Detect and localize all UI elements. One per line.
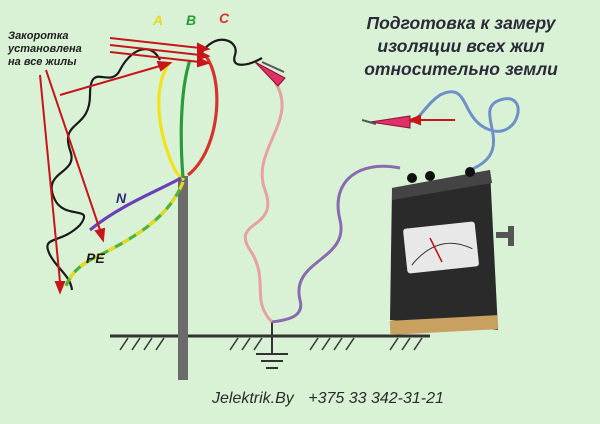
- label-pe: PE: [86, 250, 105, 266]
- title-line: относительно земли: [364, 59, 558, 79]
- note-line: на все жилы: [8, 56, 77, 68]
- ground-line: [110, 334, 430, 351]
- shorting-wire: [46, 38, 263, 291]
- label-neutral: N: [116, 190, 127, 206]
- megohmmeter-icon: [389, 167, 514, 335]
- crocodile-clip-icon: [361, 115, 411, 129]
- title-line: Подготовка к замеру: [366, 13, 556, 33]
- cable-pole: [178, 176, 188, 380]
- title-line: изоляции всех жил: [377, 36, 545, 56]
- footer-site: Jelektrik.By: [212, 390, 294, 407]
- lead-pink: [243, 81, 284, 324]
- lead-blue: [409, 90, 520, 172]
- note-line: Закоротка: [8, 30, 69, 42]
- wire-neutral: [88, 176, 182, 232]
- label-phase-b: B: [186, 12, 197, 28]
- wire-phase-a: [157, 61, 186, 182]
- ground-symbol-icon: [256, 322, 288, 369]
- lead-purple: [271, 164, 401, 324]
- note-line: установлена: [8, 43, 82, 55]
- wire-pe-green: [64, 181, 185, 287]
- wire-phase-b: [179, 59, 192, 179]
- label-phase-c: C: [219, 10, 230, 26]
- crocodile-clip-icon: [254, 61, 286, 87]
- footer-phone: +375 33 342-31-21: [308, 390, 444, 407]
- wire-phase-c: [186, 54, 219, 177]
- diagram-title: Подготовка к замеру изоляции всех жил от…: [330, 12, 592, 81]
- label-phase-a: A: [153, 12, 164, 28]
- arrows: [39, 37, 455, 295]
- footer: Jelektrik.By +375 33 342-31-21: [212, 390, 454, 408]
- shorting-note: Закоротка установлена на все жилы: [8, 30, 128, 69]
